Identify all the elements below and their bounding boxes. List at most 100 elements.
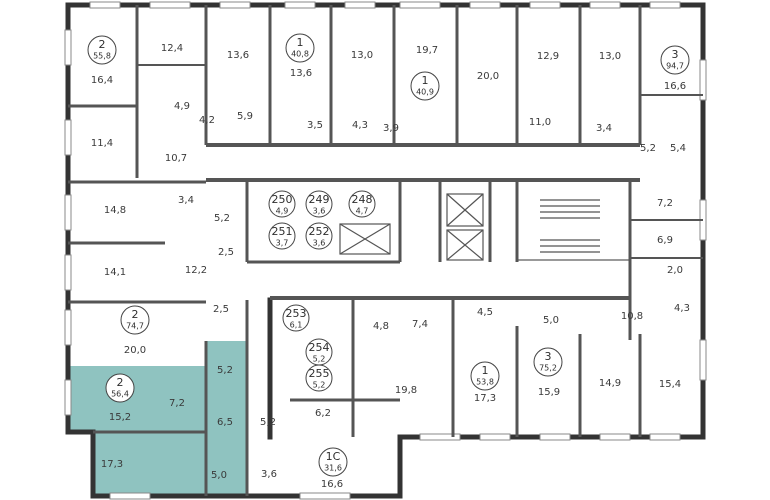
storage-circle: [305, 190, 333, 218]
room-area-label: 5,2: [214, 213, 230, 224]
apartment-area: 55,8: [93, 52, 111, 61]
room-area-label: 16,6: [664, 81, 686, 92]
room-area-label: 4,3: [352, 120, 368, 131]
room-area-label: 12,2: [185, 265, 207, 276]
room-area-label: 10,7: [165, 153, 187, 164]
room-area-label: 17,3: [101, 459, 123, 470]
apartment-rooms: 3: [545, 350, 552, 363]
apartment-rooms: 1С: [326, 450, 341, 463]
apartment-rooms: 1: [297, 36, 304, 49]
storage-circle: [282, 304, 310, 332]
storage-area: 3,7: [276, 239, 289, 248]
room-area-label: 17,3: [474, 393, 496, 404]
apartment-circle: [470, 361, 500, 391]
room-area-label: 4,3: [674, 303, 690, 314]
room-area-label: 4,9: [174, 101, 190, 112]
room-area-label: 11,0: [529, 117, 551, 128]
apartment-area: 56,4: [111, 390, 129, 399]
apartment-area: 94,7: [666, 62, 684, 71]
storage-number: 254: [309, 341, 330, 354]
elevators: [339, 193, 484, 261]
room-area-label: 12,4: [161, 43, 183, 54]
storage-area: 4,9: [276, 207, 289, 216]
room-area-label: 3,6: [261, 469, 277, 480]
apartment-marker: 256,4: [105, 373, 135, 403]
room-area-label: 20,0: [477, 71, 499, 82]
room-area-label: 14,9: [599, 378, 621, 389]
staircase: [516, 179, 631, 261]
apartment-marker: 375,2: [533, 347, 563, 377]
room-area-label: 6,5: [217, 417, 233, 428]
apartment-marker: 153,8: [470, 361, 500, 391]
room-area-label: 11,4: [91, 138, 113, 149]
room-area-label: 3,5: [307, 120, 323, 131]
apartment-area: 53,8: [476, 378, 494, 387]
apartment-circle: [105, 373, 135, 403]
storage-area: 3,6: [313, 207, 326, 216]
room-area-label: 3,9: [383, 123, 399, 134]
apartment-circle: [410, 71, 440, 101]
room-area-label: 2,5: [213, 304, 229, 315]
room-area-label: 6,2: [315, 408, 331, 419]
room-area-label: 20,0: [124, 345, 146, 356]
room-area-label: 13,0: [351, 50, 373, 61]
room-area-label: 2,0: [667, 265, 683, 276]
storage-number: 253: [286, 307, 307, 320]
storage-number: 251: [272, 225, 293, 238]
room-area-label: 3,4: [596, 123, 612, 134]
storage-circle: [305, 222, 333, 250]
apartment-rooms: 2: [99, 38, 106, 51]
room-area-label: 5,2: [260, 417, 276, 428]
room-area-label: 19,7: [416, 45, 438, 56]
storage-circle: [268, 222, 296, 250]
room-area-label: 4,2: [199, 115, 215, 126]
apartment-marker: 255,8: [87, 35, 117, 65]
room-area-label: 2,5: [218, 247, 234, 258]
room-area-label: 5,9: [237, 111, 253, 122]
apartment-rooms: 2: [132, 308, 139, 321]
apartment-area: 75,2: [539, 364, 557, 373]
apartment-area: 74,7: [126, 322, 144, 331]
apartment-marker: 394,7: [660, 45, 690, 75]
apartment-area: 40,9: [416, 88, 434, 97]
room-area-label: 7,4: [412, 319, 428, 330]
apartment-rooms: 1: [422, 74, 429, 87]
apartment-marker: 274,7: [120, 305, 150, 335]
apartment-area: 40,8: [291, 50, 309, 59]
room-area-label: 4,5: [477, 307, 493, 318]
room-area-label: 5,4: [670, 143, 686, 154]
room-area-label: 7,2: [657, 198, 673, 209]
room-area-label: 13,0: [599, 51, 621, 62]
room-area-label: 3,4: [178, 195, 194, 206]
room-area-label: 16,4: [91, 75, 113, 86]
storage-number: 255: [309, 367, 330, 380]
storage-area: 5,2: [313, 381, 326, 390]
apartment-circle: [285, 33, 315, 63]
apartment-rooms: 1: [482, 364, 489, 377]
apartment-area: 31,6: [324, 464, 342, 473]
storage-number: 249: [309, 193, 330, 206]
room-area-label: 16,6: [321, 479, 343, 490]
storage-area: 4,7: [356, 207, 369, 216]
room-area-label: 5,0: [211, 470, 227, 481]
apartment-circle: [660, 45, 690, 75]
storage-markers: 2504,92493,62484,72513,72523,62536,12545…: [268, 190, 376, 392]
storage-area: 3,6: [313, 239, 326, 248]
room-area-label: 5,2: [640, 143, 656, 154]
room-area-label: 15,9: [538, 387, 560, 398]
room-area-label: 14,8: [104, 205, 126, 216]
storage-area: 6,1: [290, 321, 303, 330]
storage-circle: [305, 364, 333, 392]
apartment-circle: [87, 35, 117, 65]
apartment-circle: [533, 347, 563, 377]
room-area-label: 10,8: [621, 311, 643, 322]
